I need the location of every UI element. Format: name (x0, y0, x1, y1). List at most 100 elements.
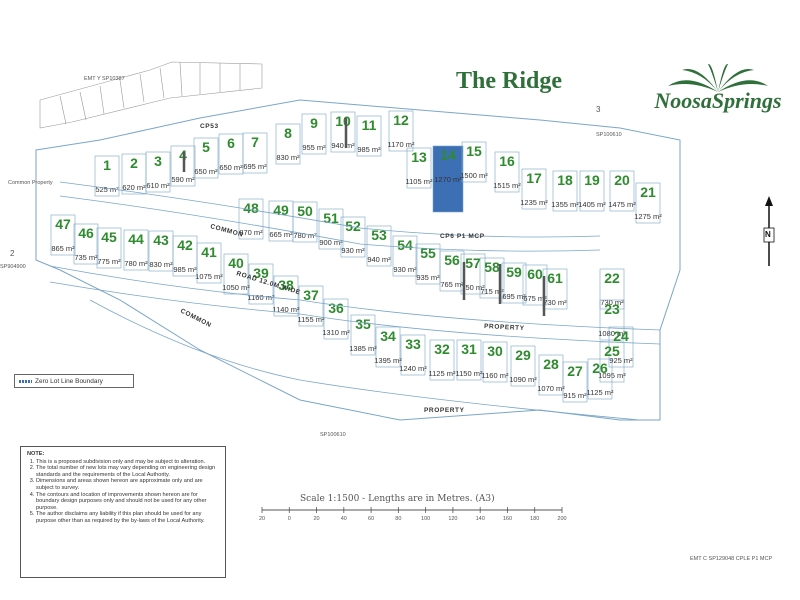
lot-outline[interactable] (579, 170, 605, 212)
lot-outline[interactable] (94, 155, 120, 197)
lot-outline[interactable] (456, 339, 482, 381)
lot-outline[interactable] (406, 147, 432, 189)
lot-outline[interactable] (356, 115, 382, 157)
lot-outline[interactable] (170, 145, 196, 187)
lot-outline[interactable] (599, 268, 625, 310)
lot-outline[interactable] (522, 264, 548, 306)
lot-outline[interactable] (298, 285, 324, 327)
lot-outline[interactable] (273, 275, 299, 317)
lot-outline[interactable] (521, 168, 547, 210)
lot-outline[interactable] (599, 299, 625, 341)
lot-outline[interactable] (248, 263, 274, 305)
lot-outline[interactable] (388, 110, 414, 152)
lot-outline[interactable] (609, 170, 635, 212)
lot-outline[interactable] (375, 326, 401, 368)
lot-outline[interactable] (318, 208, 344, 250)
lot-outline[interactable] (538, 354, 564, 396)
lot-outline[interactable] (330, 111, 356, 153)
lot-outline[interactable] (479, 257, 505, 299)
lot-outline[interactable] (301, 113, 327, 155)
lot-outline[interactable] (323, 298, 349, 340)
lot-outline[interactable] (501, 262, 527, 304)
lot-outline[interactable] (461, 141, 487, 183)
lot-outline[interactable] (350, 314, 376, 356)
lot-outline[interactable] (145, 151, 171, 193)
lot-outline[interactable] (494, 151, 520, 193)
lot-outline[interactable] (482, 341, 508, 383)
lot-outline[interactable] (510, 345, 536, 387)
lot-outline[interactable] (73, 223, 99, 265)
lot-outline[interactable] (292, 201, 318, 243)
lot-outline[interactable] (392, 235, 418, 277)
lot-outline[interactable] (193, 137, 219, 179)
lot-outline[interactable] (608, 326, 634, 368)
lot-outline[interactable] (238, 198, 264, 240)
lot-outline[interactable] (552, 170, 578, 212)
lot-outline[interactable] (50, 214, 76, 256)
lot-outline[interactable] (432, 145, 464, 213)
lot-outline[interactable] (96, 227, 122, 269)
lot-outline[interactable] (275, 123, 301, 165)
lot-outline[interactable] (123, 229, 149, 271)
lot-outline[interactable] (429, 339, 455, 381)
lot-outline[interactable] (587, 358, 613, 400)
lot-outline[interactable] (340, 216, 366, 258)
lot-outline[interactable] (635, 182, 661, 224)
lot-outline[interactable] (400, 334, 426, 376)
lot-outline[interactable] (148, 230, 174, 272)
lot-outline[interactable] (242, 132, 268, 174)
lot-outline[interactable] (460, 253, 486, 295)
